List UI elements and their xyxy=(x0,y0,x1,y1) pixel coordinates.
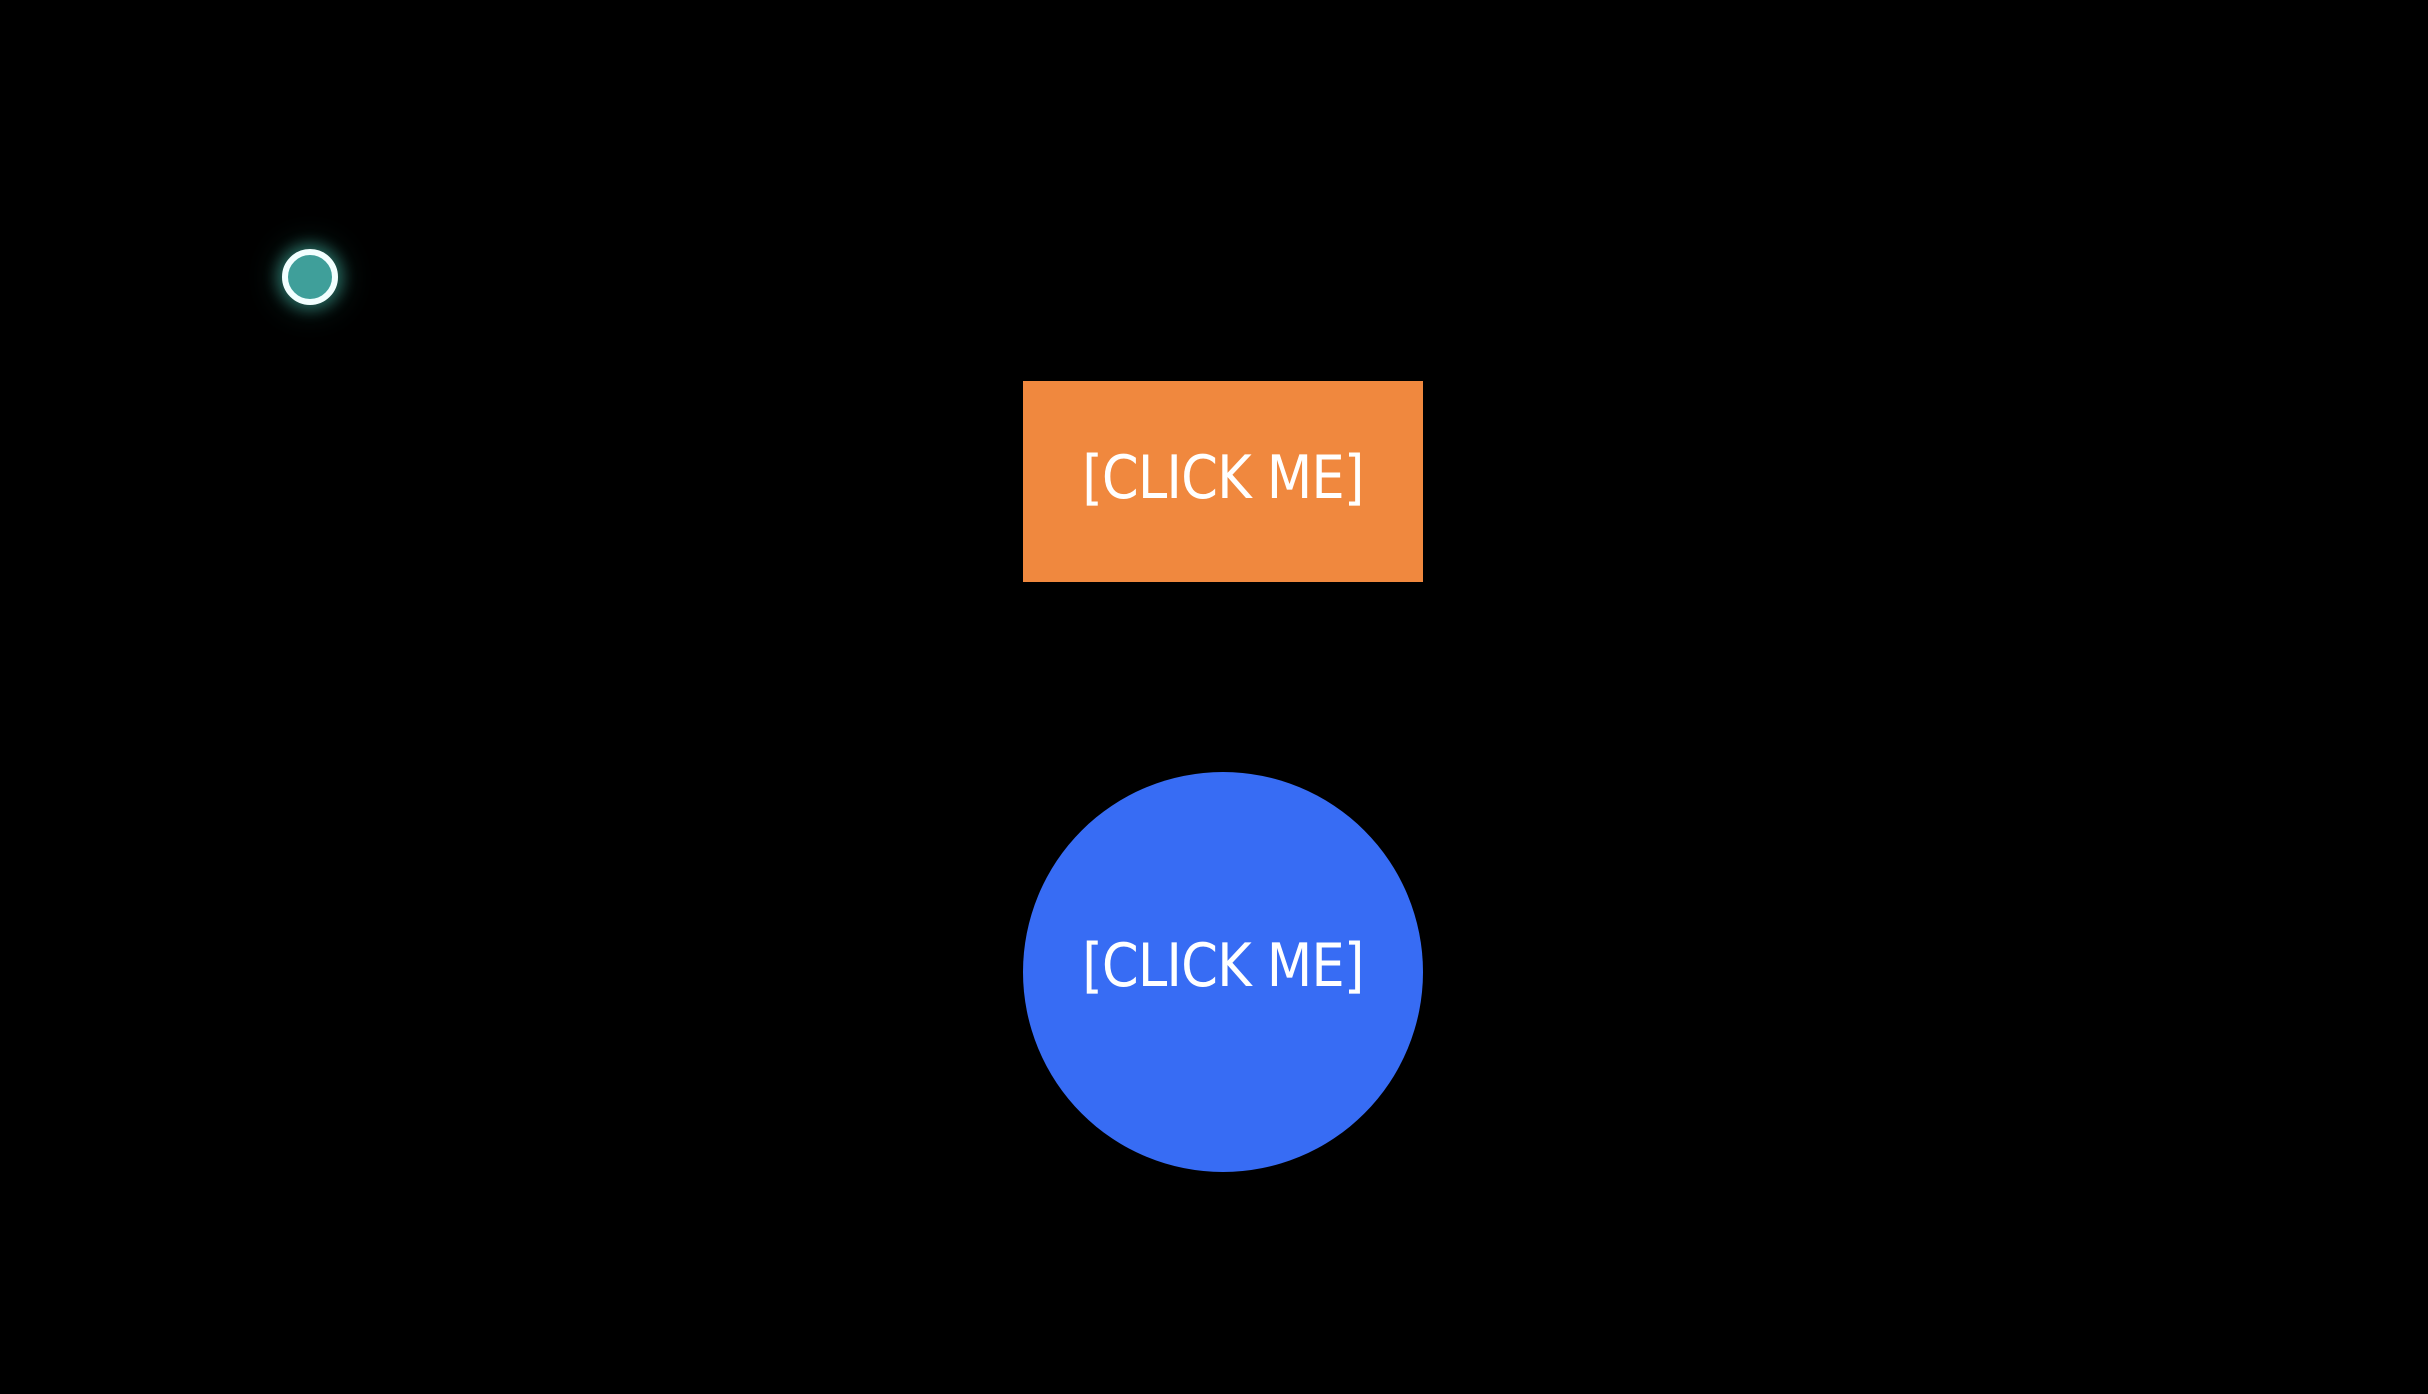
circle-button-label: [CLICK ME] xyxy=(1082,931,1364,1001)
cursor-circle-icon xyxy=(282,249,338,305)
rectangle-click-button[interactable]: [CLICK ME] xyxy=(1023,381,1423,582)
rectangle-button-label: [CLICK ME] xyxy=(1082,442,1364,513)
circle-click-button[interactable]: [CLICK ME] xyxy=(1023,772,1423,1172)
